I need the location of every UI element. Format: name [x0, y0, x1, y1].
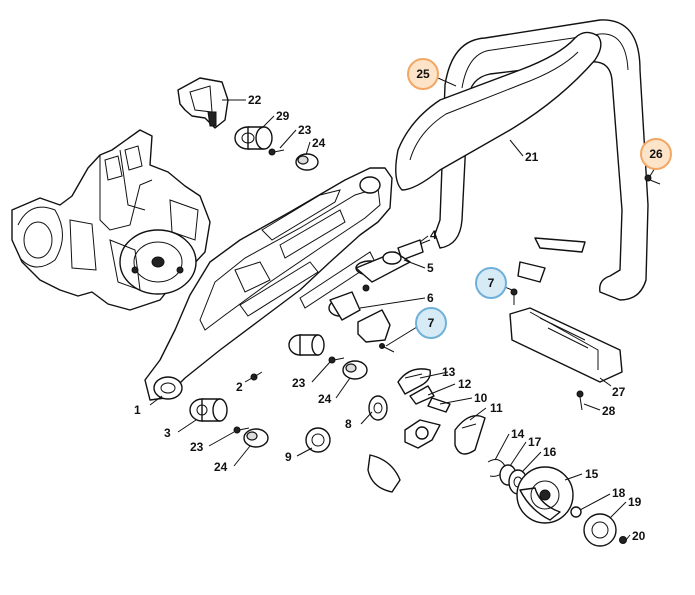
highlight-badge-7a[interactable]	[475, 267, 507, 299]
label-9: 9	[285, 450, 292, 464]
label-13: 13	[442, 365, 456, 379]
bolt-7	[510, 288, 518, 305]
label-7-handle: 7	[488, 276, 495, 290]
label-25: 25	[416, 67, 430, 81]
label-23-mid: 23	[292, 376, 306, 390]
label-18: 18	[612, 486, 626, 500]
drive-belt	[395, 31, 602, 191]
handle-bracket	[517, 237, 586, 283]
middle-bushing-set	[288, 334, 368, 380]
label-6: 6	[427, 291, 434, 305]
lower-bushing-set	[189, 398, 269, 448]
label-24-low: 24	[214, 460, 228, 474]
guard-bracket	[177, 77, 229, 129]
label-29: 29	[276, 109, 290, 123]
label-14: 14	[511, 427, 525, 441]
label-17: 17	[528, 435, 542, 449]
label-11: 11	[490, 401, 503, 415]
label-5: 5	[427, 261, 434, 275]
label-27: 27	[612, 385, 626, 399]
label-19: 19	[628, 495, 642, 509]
label-21: 21	[525, 150, 539, 164]
bolt-26	[644, 174, 661, 185]
label-28: 28	[602, 404, 616, 418]
tensioner-assembly	[328, 239, 431, 353]
cutting-arm	[144, 167, 393, 401]
bolt-28	[576, 390, 584, 411]
label-2: 2	[236, 380, 243, 394]
grip-pad	[509, 307, 623, 383]
label-12: 12	[458, 377, 472, 391]
highlight-badge-25[interactable]	[407, 58, 439, 90]
leader-lines	[149, 77, 656, 541]
label-1: 1	[134, 403, 141, 417]
upper-bushing-set	[234, 126, 319, 171]
label-23-low: 23	[190, 440, 204, 454]
label-26: 26	[649, 147, 663, 161]
label-16: 16	[543, 445, 557, 459]
label-22: 22	[248, 93, 262, 107]
label-10: 10	[474, 391, 488, 405]
screw-2	[250, 371, 263, 381]
label-24-mid: 24	[318, 392, 332, 406]
label-24-top: 24	[312, 136, 326, 150]
highlight-badge-26[interactable]	[640, 138, 672, 170]
label-15: 15	[585, 467, 599, 481]
label-7-tensioner: 7	[428, 316, 435, 330]
label-3: 3	[164, 426, 171, 440]
label-4: 4	[430, 228, 437, 242]
label-8: 8	[345, 417, 352, 431]
label-20: 20	[632, 529, 646, 543]
pulley-parts	[305, 368, 627, 547]
label-23-top: 23	[298, 123, 312, 137]
highlight-badge-7b[interactable]	[415, 307, 447, 339]
engine-housing	[11, 129, 211, 311]
